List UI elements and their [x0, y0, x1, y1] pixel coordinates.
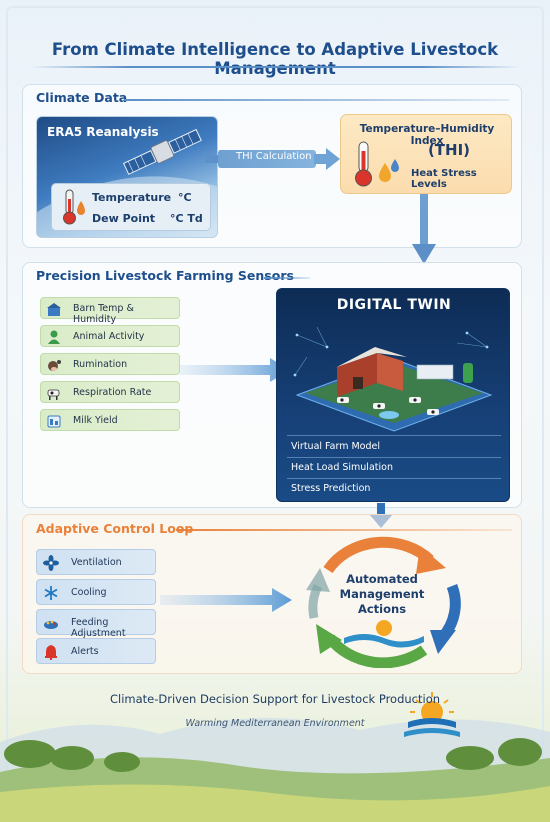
- control-label: Ventilation: [71, 557, 122, 568]
- sensors-to-twin-arrow: [180, 358, 290, 382]
- era5-title: ERA5 Reanalysis: [47, 125, 159, 139]
- barn-icon: [47, 303, 61, 316]
- cycle-text-line1: Automated: [346, 572, 418, 586]
- thi-card: Temperature–Humidity Index (THI) Heat St…: [340, 114, 512, 194]
- dewpoint-label: Dew Point: [92, 212, 156, 225]
- cow-icon: [47, 389, 60, 400]
- dewpoint-unit: °C Td: [170, 212, 203, 225]
- era5-card: ERA5 Reanalysis Temperature °C Dew Point…: [36, 116, 218, 238]
- sensor-barn-temp-humidity: Barn Temp & Humidity: [40, 297, 180, 325]
- digital-twin-card: DIGITAL TWIN Virtual Farm Model Heat Loa…: [276, 288, 510, 502]
- thi-to-twin-arrow: [412, 194, 436, 264]
- twin-item-virtual-farm: Virtual Farm Model: [291, 441, 381, 452]
- sensors-heading-rule: [264, 277, 310, 279]
- twin-divider: [287, 478, 501, 479]
- sensor-animal-activity: Animal Activity: [40, 325, 180, 347]
- footer-title: Climate-Driven Decision Support for Live…: [109, 692, 441, 706]
- climate-data-heading: Climate Data: [36, 90, 128, 105]
- activity-icon: [48, 330, 60, 344]
- temperature-unit: °C: [178, 191, 192, 204]
- feed-icon: [44, 620, 58, 629]
- title-divider: [30, 66, 520, 68]
- sensor-respiration-rate: Respiration Rate: [40, 381, 180, 403]
- thermometer-drop-icon: [355, 141, 399, 187]
- cycle-text-line3: Actions: [357, 602, 407, 616]
- sensor-label: Rumination: [73, 359, 128, 370]
- calc-to-thi-arrow: [314, 148, 340, 170]
- control-ventilation: Ventilation: [36, 549, 156, 575]
- snowflake-icon: [44, 586, 58, 600]
- milk-icon: [47, 415, 61, 428]
- control-cooling: Cooling: [36, 579, 156, 605]
- twin-item-stress-prediction: Stress Prediction: [291, 483, 371, 494]
- twin-divider: [287, 457, 501, 458]
- sensor-milk-yield: Milk Yield: [40, 409, 180, 431]
- fan-icon: [43, 555, 59, 571]
- sensor-label: Barn Temp & Humidity: [73, 303, 134, 325]
- sensor-label: Milk Yield: [73, 415, 118, 426]
- control-heading-rule: [176, 529, 512, 531]
- temperature-label: Temperature: [92, 191, 172, 204]
- cow-head-icon: [48, 360, 61, 371]
- thi-calculation-bar: [218, 150, 316, 168]
- sensors-heading: Precision Livestock Farming Sensors: [36, 268, 294, 283]
- adaptive-cycle-diagram: [306, 536, 461, 668]
- page-title: From Climate Intelligence to Adaptive Li…: [51, 40, 499, 78]
- sensor-rumination: Rumination: [40, 353, 180, 375]
- farm-model-illustration: [293, 326, 493, 432]
- control-feeding-adjustment: Feeding Adjustment: [36, 609, 156, 639]
- control-label: Cooling: [71, 587, 107, 598]
- control-loop-heading: Adaptive Control Loop: [36, 521, 194, 536]
- controls-to-loop-arrow: [160, 588, 292, 612]
- temperature-dewpoint-box: Temperature °C Dew Point °C Td: [51, 183, 211, 231]
- control-alerts: Alerts: [36, 638, 156, 664]
- heat-stress-levels-label: Heat Stress Levels: [411, 168, 477, 190]
- footer-subtitle: Warming Mediterranean Environment: [185, 718, 365, 729]
- thi-abbreviation: (THI): [427, 141, 471, 159]
- alert-icon: [45, 645, 57, 660]
- cycle-text-line2: Management: [339, 587, 425, 601]
- thermometer-icon: [63, 189, 85, 225]
- climate-heading-rule: [124, 99, 509, 101]
- sensor-label: Respiration Rate: [73, 387, 152, 398]
- digital-twin-title: DIGITAL TWIN: [336, 297, 452, 313]
- twin-divider: [287, 435, 501, 436]
- control-label: Alerts: [71, 646, 99, 657]
- twin-item-heat-load: Heat Load Simulation: [291, 462, 393, 473]
- thi-calculation-label: THI Calculation: [236, 151, 312, 162]
- control-label: Feeding Adjustment: [71, 617, 126, 639]
- thi-title: Temperature–Humidity Index: [359, 123, 495, 147]
- sensor-label: Animal Activity: [73, 331, 145, 342]
- landscape-illustration: [0, 692, 550, 822]
